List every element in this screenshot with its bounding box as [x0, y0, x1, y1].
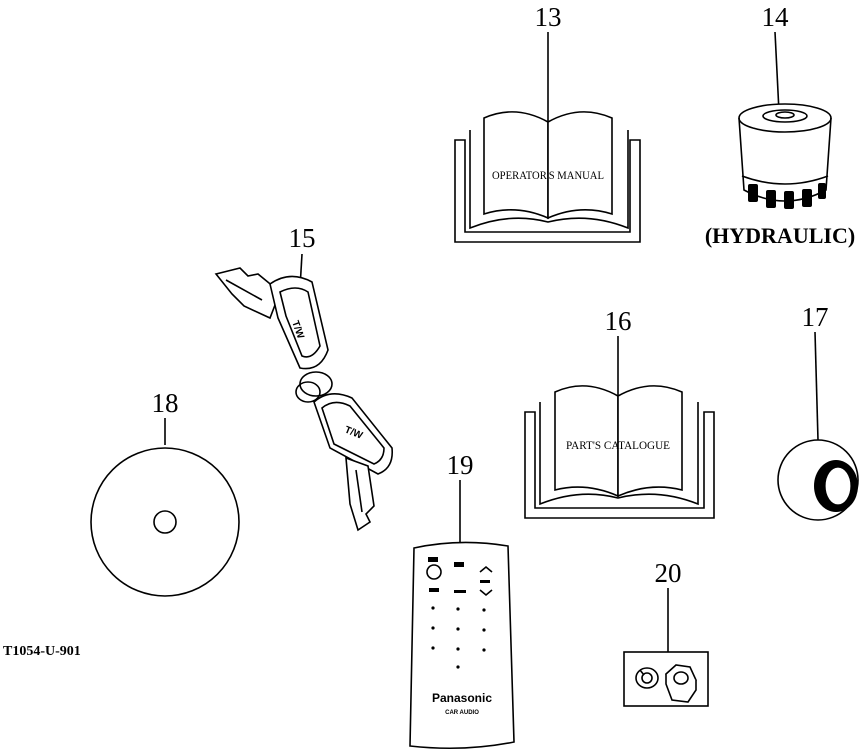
- part-18-cd-disc: 18: [90, 388, 240, 597]
- book-title-operators-manual: OPERATOR'S MANUAL: [492, 168, 604, 182]
- callout-number-20: 20: [655, 558, 682, 588]
- callout-number-15: 15: [289, 223, 316, 253]
- callout-number-19: 19: [447, 450, 474, 480]
- part-20-nut-and-washer: 20: [623, 558, 709, 707]
- callout-number-14: 14: [762, 2, 790, 32]
- remote-brand: Panasonic: [432, 691, 492, 705]
- leader-line-17: [814, 331, 819, 441]
- part-14-hydraulic-filter: 14 (HYDRAULIC): [705, 2, 855, 248]
- part-19-remote-control: 19 Panasonic CAR AUDIO: [409, 450, 515, 750]
- leader-line-14: [774, 31, 780, 113]
- remote-keypad: [431, 606, 486, 669]
- callout-number-16: 16: [605, 306, 632, 336]
- book-title-parts-catalogue: PART'S CATALOGUE: [566, 438, 670, 452]
- callout-number-18: 18: [152, 388, 179, 418]
- part-15-key-set: 15 T/W T/W: [214, 223, 394, 532]
- callout-number-17: 17: [802, 302, 829, 332]
- part-16-parts-catalogue: 16 PART'S CATALOGUE: [524, 306, 715, 519]
- figure-code: T1054-U-901: [3, 644, 81, 659]
- part-13-operators-manual: 13 OPERATOR'S MANUAL: [454, 2, 641, 243]
- part-17-knob-ball: 17: [777, 302, 859, 521]
- remote-subtitle: CAR AUDIO: [445, 710, 479, 716]
- filter-type-label: (HYDRAULIC): [705, 223, 855, 248]
- callout-number-13: 13: [535, 2, 562, 32]
